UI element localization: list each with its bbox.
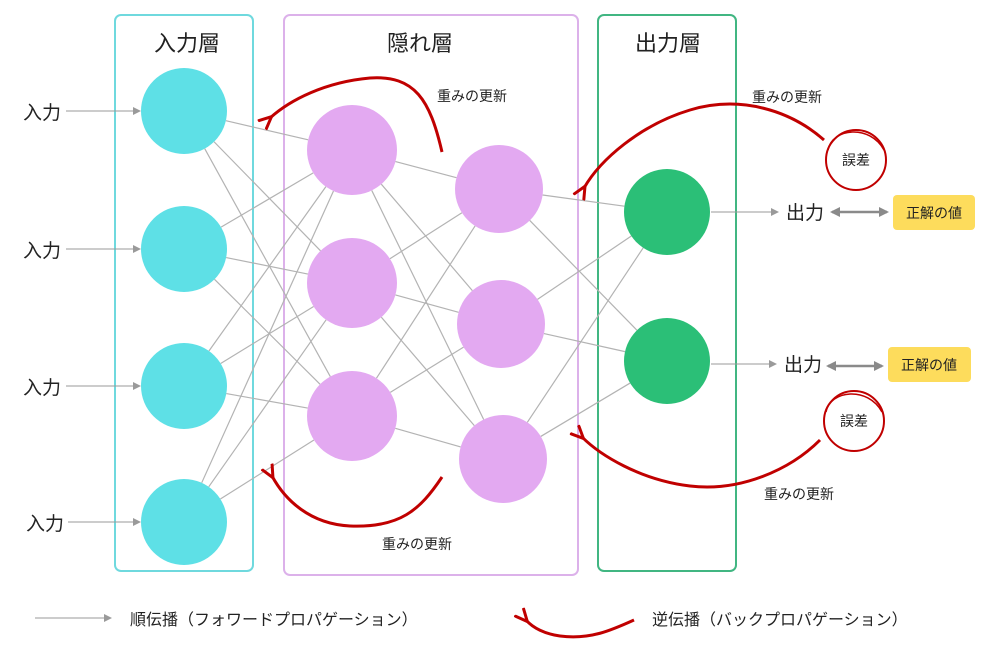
- weight-update-label: 重みの更新: [752, 90, 822, 106]
- connection-line: [226, 392, 308, 409]
- connection-line: [526, 247, 644, 423]
- target-label: 正解の値: [906, 206, 962, 222]
- connection-line: [220, 172, 314, 228]
- input-layer-box: [114, 14, 254, 572]
- input-label: 入力: [23, 102, 61, 124]
- connection-line: [540, 382, 631, 437]
- output-label: 出力: [784, 354, 822, 376]
- hidden-node: [457, 280, 545, 368]
- hidden2-nodes: [455, 145, 547, 503]
- weight-update-label: 重みの更新: [764, 487, 834, 503]
- connections: [201, 120, 644, 500]
- hidden-node: [307, 371, 397, 461]
- input-arrows: [66, 107, 141, 526]
- error-mark: 誤差: [823, 390, 885, 452]
- input-node: [141, 343, 227, 429]
- output-node: [624, 318, 710, 404]
- error-mark: 誤差: [825, 129, 887, 191]
- connection-line: [543, 332, 626, 353]
- connection-line: [214, 278, 321, 385]
- hidden-layer-title: 隠れ層: [387, 32, 453, 57]
- connection-line: [204, 148, 331, 377]
- hidden-node: [307, 105, 397, 195]
- input-node: [141, 206, 227, 292]
- target-badge: [893, 195, 975, 230]
- error-label: 誤差: [840, 414, 868, 430]
- connection-line: [395, 294, 459, 313]
- hidden-node: [455, 145, 543, 233]
- input-node: [141, 68, 227, 154]
- connection-line: [226, 256, 309, 275]
- hidden-node: [307, 238, 397, 328]
- connection-line: [213, 141, 321, 252]
- connection-line: [529, 220, 638, 331]
- connection-line: [542, 194, 625, 207]
- input-layer-title: 入力層: [154, 32, 220, 57]
- connection-line: [389, 346, 464, 393]
- connection-line: [208, 186, 327, 352]
- backprop-arrow-output-bottom: [582, 437, 822, 489]
- legend-backward-arrow: [526, 620, 635, 639]
- output-layer-title: 出力層: [635, 32, 701, 57]
- target-badge: [888, 347, 971, 382]
- connection-line: [380, 316, 475, 426]
- backprop-arrow-hidden-bottom: [272, 476, 444, 528]
- target-label: 正解の値: [901, 358, 957, 374]
- connection-line: [220, 306, 314, 365]
- connection-line: [201, 190, 335, 484]
- hidden1-nodes: [307, 105, 397, 461]
- connection-line: [208, 319, 327, 488]
- hidden-node: [459, 415, 547, 503]
- connection-line: [371, 190, 485, 420]
- connection-line: [395, 427, 461, 448]
- input-label: 入力: [26, 513, 64, 535]
- error-label: 誤差: [842, 153, 870, 169]
- connection-line: [395, 160, 457, 179]
- input-node: [141, 479, 227, 565]
- output-layer-box: [597, 14, 737, 572]
- connection-line: [225, 120, 309, 141]
- output-label: 出力: [786, 202, 824, 224]
- backprop-arrow-hidden-top: [270, 76, 444, 153]
- connection-line: [220, 439, 315, 500]
- weight-update-label: 重みの更新: [382, 537, 452, 553]
- output-node: [624, 169, 710, 255]
- connection-line: [375, 225, 476, 379]
- input-label: 入力: [23, 377, 61, 399]
- connection-line: [389, 212, 463, 260]
- legend-forward-label: 順伝播（フォワードプロパゲーション）: [130, 610, 418, 629]
- input-nodes: [141, 68, 227, 565]
- connection-line: [537, 235, 632, 300]
- backprop-arrow-output-top: [584, 102, 825, 188]
- legend-backward-label: 逆伝播（バックプロパゲーション）: [652, 610, 908, 629]
- input-label: 入力: [23, 240, 61, 262]
- weight-update-label: 重みの更新: [437, 89, 507, 105]
- hidden-layer-box: [283, 14, 579, 576]
- output-nodes: [624, 169, 710, 404]
- connection-line: [380, 183, 473, 291]
